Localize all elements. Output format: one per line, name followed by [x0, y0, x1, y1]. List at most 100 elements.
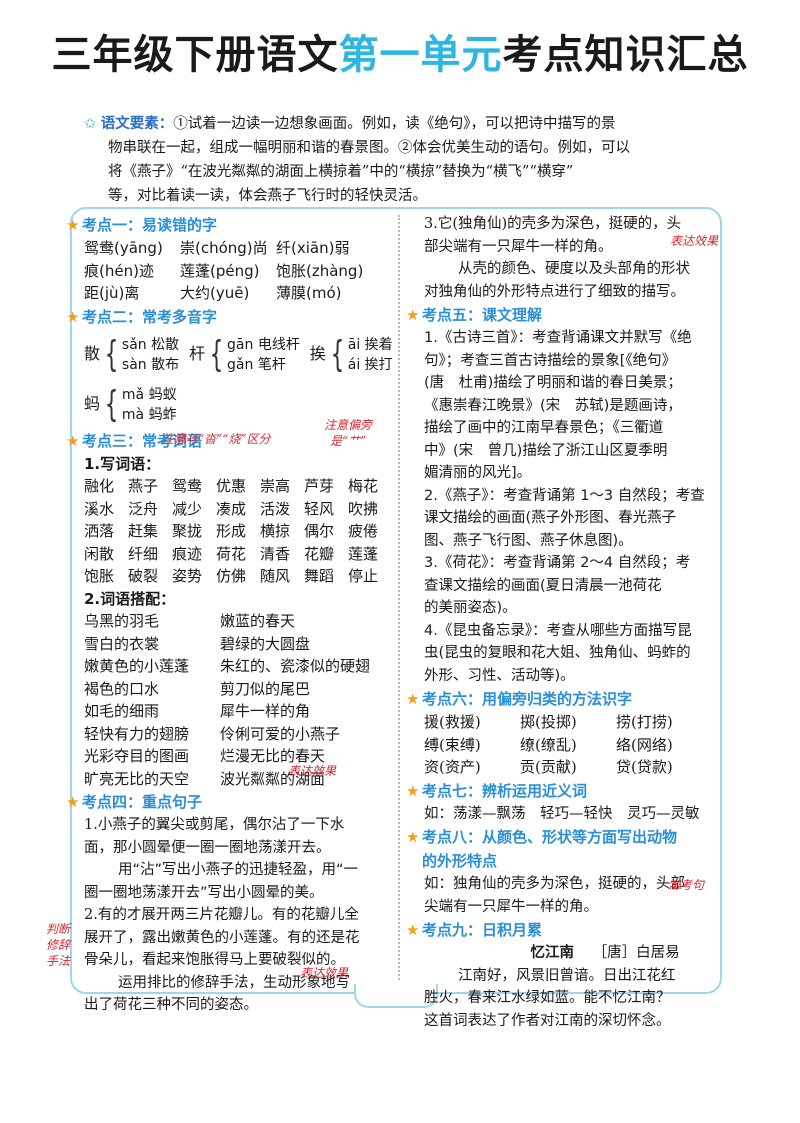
- reading: mǎ 蚂蚁: [121, 386, 177, 403]
- text-line: 3.《荷花》：考查背诵第 2～4 自然段；考: [424, 555, 691, 571]
- collocation: 朱红的、瓷漆似的硬翅: [220, 657, 371, 675]
- section-head-k2: ★考点二：常考多音字: [66, 305, 396, 329]
- collocation: 雪白的衣裳: [84, 634, 160, 653]
- intro-line: 等，对比着读一读，体会燕子飞行时的轻快灵活。: [108, 188, 427, 204]
- title-highlight: 第一单元: [338, 32, 503, 78]
- word: 破裂: [128, 567, 159, 585]
- collocation-row: 光彩夺目的图画烂漫无比的春天: [84, 745, 396, 768]
- collocation-row: 褐色的口水 剪刀似的尾巴: [84, 678, 396, 701]
- word: 鸳鸯: [172, 477, 203, 495]
- k3-sub2: 2.词语搭配：: [84, 589, 176, 608]
- word-row: 融化燕子鸳鸯优惠崇高芦芽梅花: [84, 475, 396, 498]
- reading: sàn 散布: [121, 356, 180, 373]
- polyphone-char: 散: [84, 344, 101, 364]
- char-item: 贷(贷款): [616, 758, 673, 776]
- star-icon: ★: [66, 431, 80, 450]
- collocation-row: 旷亮无比的天空波光粼粼的湖面: [84, 768, 396, 791]
- word: 痕(hén)迹: [84, 261, 154, 280]
- char-item: 缚(束缚): [424, 735, 481, 754]
- poem-line: 江南好，风景旧曾谙。日出江花红: [458, 967, 676, 984]
- reading: gǎn 笔杆: [227, 356, 286, 373]
- collocation-row: 嫩黄色的小莲蓬朱红的、瓷漆似的硬翅: [84, 655, 396, 678]
- handwritten-note: 表达效果: [670, 234, 719, 248]
- polyphone-char: 杆: [189, 344, 206, 364]
- page-title: 三年级下册语文第一单元考点知识汇总: [0, 22, 800, 80]
- collocation: 褐色的口水: [84, 679, 160, 698]
- word-row: 闲散纤细痕迹荷花清香花瓣莲蓬: [84, 543, 396, 566]
- text-line: 描绘了画中的江南早春景色；《三衢道: [424, 420, 664, 436]
- section-head-k9: ★考点九：日积月累: [406, 918, 718, 942]
- analysis-line: 对独角仙的外形特点进行了细致的描写。: [424, 283, 685, 300]
- reading: sǎn 松散: [121, 336, 180, 353]
- key-sentence-3: 3.它(独角仙)的壳多为深色，挺硬的，头 部尖端有一只犀牛一样的角。: [408, 213, 718, 258]
- collocation-list: 乌黑的羽毛嫩蓝的春天 雪白的衣裳碧绿的大圆盘 嫩黄色的小莲蓬朱红的、瓷漆似的硬翅…: [68, 610, 396, 790]
- char-item: 缭(缭乱): [520, 735, 577, 754]
- right-column: 3.它(独角仙)的壳多为深色，挺硬的，头 部尖端有一只犀牛一样的角。 从壳的颜色…: [406, 213, 718, 1033]
- word-row: 溪水泛舟减少凑成活泼轻风吹拂: [84, 498, 396, 521]
- word: 减少: [172, 499, 203, 518]
- word-row: 饱胀破裂姿势仿佛随风舞蹈停止: [84, 565, 396, 588]
- sentence-line: 展开了，露出嫩黄色的小莲蓬。有的还是花: [84, 929, 360, 946]
- poem-body: 江南好，风景旧曾谙。日出江花红 胜火，春来江水绿如蓝。能不忆江南？ 这首词表达了…: [408, 965, 718, 1033]
- k3-sub1: 1.写词语：: [84, 454, 161, 473]
- sentence-line: 1.小燕子的翼尖或剪尾，偶尔沾了一下水: [84, 817, 345, 833]
- word: 停止: [348, 567, 379, 585]
- word: 闲散: [84, 544, 115, 563]
- word: 薄膜(mó): [276, 284, 342, 302]
- word: 疲倦: [348, 522, 379, 540]
- section-head-k8: ★考点八：从颜色、形状等方面写出动物: [406, 825, 718, 849]
- word: 莲蓬: [348, 544, 379, 563]
- text-line: 句》；考查三首古诗描绘的景象[《绝句》: [424, 352, 677, 369]
- star-outline-icon: ✩: [84, 116, 97, 132]
- word: 赶集: [128, 522, 159, 540]
- word: 梅花: [348, 477, 379, 495]
- char-item: 贡(贡献): [520, 758, 577, 776]
- frame-tab: [354, 984, 438, 1008]
- left-column: ★考点一：易读错的字 鸳鸯(yāng)崇(chóng)尚纤(xiān)弱 痕(h…: [66, 213, 396, 1017]
- sentence-line: 3.它(独角仙)的壳多为深色，挺硬的，头: [424, 216, 682, 232]
- key-sentence-1: 1.小燕子的翼尖或剪尾，偶尔沾了一下水 面，那小圆晕便一圈一圈地荡漾开去。: [68, 814, 396, 859]
- sentence-line: 骨朵儿，看起来饱胀得马上要破裂似的。: [84, 952, 345, 968]
- intro-label: 语文要素：: [100, 115, 174, 132]
- text-line: 如：独角仙的壳多为深色，挺硬的，头部: [424, 876, 685, 892]
- char-item: 资(资产): [424, 758, 481, 776]
- handwritten-note: 常考句: [668, 878, 705, 892]
- brace-icon: {: [209, 333, 224, 375]
- analysis-3: 从壳的颜色、硬度以及头部角的形状 对独角仙的外形特点进行了细致的描写。: [408, 258, 718, 303]
- char-item: 捞(打捞): [616, 713, 673, 731]
- word: 纤(xiān)弱: [276, 239, 350, 257]
- analysis-line: 运用排比的修辞手法，生动形象地写: [118, 974, 350, 991]
- word: 泛舟: [128, 499, 159, 518]
- reading: mà 蚂蚱: [121, 406, 177, 423]
- poem-title: 忆江南: [530, 944, 575, 961]
- reading: āi 挨着: [347, 336, 393, 353]
- star-icon: ★: [406, 306, 420, 324]
- text-line: 4.《昆虫备忘录》：考查从哪些方面描写昆: [424, 622, 692, 639]
- section-head-text: 考点九：日积月累: [422, 921, 543, 939]
- k1-row: 距(jù)离大约(yuē)薄膜(mó): [68, 282, 396, 305]
- section-head-text: 考点八：从颜色、形状等方面写出动物: [422, 828, 678, 846]
- word: 仿佛: [216, 567, 247, 585]
- collocation: 剪刀似的尾巴: [220, 679, 311, 698]
- text-line: 媚清丽的风光]。: [424, 465, 532, 481]
- star-icon: ★: [66, 307, 80, 326]
- star-icon: ★: [406, 690, 420, 708]
- word-grid: 融化燕子鸳鸯优惠崇高芦芽梅花 溪水泛舟减少凑成活泼轻风吹拂 洒落赶集聚拢形成横掠…: [68, 475, 396, 588]
- poem-heading: 忆江南 ［唐］白居易: [408, 942, 718, 965]
- word: 舞蹈: [304, 567, 335, 585]
- section-head-text: 考点四：重点句子: [82, 793, 203, 811]
- handwritten-note: 注意偏旁: [324, 418, 373, 432]
- brace-icon: {: [330, 333, 345, 375]
- section-head-text: 考点七：辨析运用近义词: [422, 781, 588, 800]
- star-icon: ★: [406, 828, 420, 846]
- word: 优惠: [216, 477, 247, 495]
- poem-author: ［唐］白居易: [592, 945, 680, 961]
- analysis-line: 从壳的颜色、硬度以及头部角的形状: [458, 261, 690, 277]
- word: 凑成: [216, 499, 247, 518]
- word: 距(jù)离: [84, 284, 140, 302]
- char-row: 援(救援)掷(投掷)捞(打捞): [424, 711, 718, 734]
- section-head-text: 考点三：常考词语: [82, 431, 203, 450]
- word: 偶尔: [304, 522, 335, 540]
- k8-text: 如：独角仙的壳多为深色，挺硬的，头部 尖端有一只犀牛一样的角。: [408, 873, 718, 918]
